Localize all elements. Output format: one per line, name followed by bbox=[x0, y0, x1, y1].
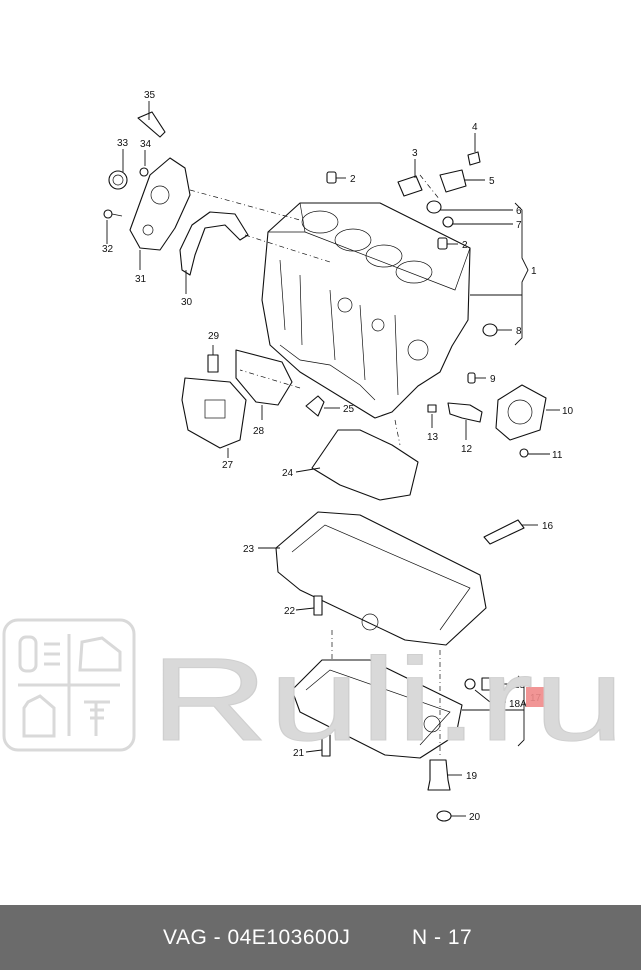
callout-16: 16 bbox=[542, 521, 554, 532]
bolt-34 bbox=[139, 167, 149, 177]
callout-18a: 18A bbox=[509, 699, 527, 710]
bolt-4 bbox=[467, 151, 481, 166]
callout-13: 13 bbox=[427, 432, 439, 443]
sealant-tube-16 bbox=[483, 519, 525, 545]
bolt-21 bbox=[321, 734, 331, 757]
callout-20: 20 bbox=[469, 812, 481, 823]
plug-8 bbox=[482, 323, 498, 337]
plug-6 bbox=[426, 200, 442, 214]
engine-block bbox=[261, 202, 471, 419]
callout-22: 22 bbox=[284, 606, 296, 617]
callout-32: 32 bbox=[102, 244, 114, 255]
callout-6: 6 bbox=[516, 206, 522, 217]
dowel-9 bbox=[467, 372, 476, 384]
callout-3: 3 bbox=[412, 148, 418, 159]
footer-bar: VAG - 04E103600J N - 17 bbox=[0, 905, 641, 970]
dowel-2a bbox=[326, 171, 337, 184]
callout-10: 10 bbox=[562, 406, 574, 417]
callout-1: 1 bbox=[531, 266, 537, 277]
callout-4: 4 bbox=[472, 122, 478, 133]
callout-7: 7 bbox=[516, 220, 522, 231]
callout-5: 5 bbox=[489, 176, 495, 187]
callout-28: 28 bbox=[253, 426, 265, 437]
callout-24: 24 bbox=[282, 468, 294, 479]
callout-27: 27 bbox=[222, 460, 234, 471]
highlight-marker-17 bbox=[526, 687, 546, 707]
drain-plug-18 bbox=[481, 677, 495, 691]
callout-19: 19 bbox=[466, 771, 478, 782]
callout-25: 25 bbox=[343, 404, 355, 415]
oil-pan-lower-17 bbox=[291, 659, 463, 759]
baffle-plate-24 bbox=[311, 429, 419, 501]
callout-2b: 2 bbox=[462, 240, 468, 251]
fitting-25 bbox=[305, 395, 325, 417]
callout-30: 30 bbox=[181, 297, 193, 308]
callout-34: 34 bbox=[140, 139, 152, 150]
bolt-29 bbox=[207, 354, 219, 373]
oil-pump-cover-27 bbox=[181, 377, 247, 449]
callout-23: 23 bbox=[243, 544, 255, 555]
callout-2a: 2 bbox=[350, 174, 356, 185]
exploded-parts-diagram: 35 33 34 32 31 30 2 3 4 5 6 7 2 1 8 9 10… bbox=[102, 90, 574, 823]
seal-20 bbox=[436, 810, 452, 822]
diagram-position: N - 17 bbox=[412, 926, 473, 949]
callout-21: 21 bbox=[293, 748, 305, 759]
oil-pan-upper-23 bbox=[275, 511, 487, 646]
leader-lines bbox=[106, 101, 560, 817]
callout-33: 33 bbox=[117, 138, 129, 149]
gasket-30 bbox=[179, 211, 249, 276]
callout-35: 35 bbox=[144, 90, 156, 101]
callout-8: 8 bbox=[516, 326, 522, 337]
bolt-13 bbox=[427, 404, 437, 413]
callout-11: 11 bbox=[552, 450, 563, 461]
dowel-2b bbox=[437, 237, 448, 250]
callout-12: 12 bbox=[461, 444, 473, 455]
seal-flange-10 bbox=[495, 384, 547, 441]
sensor-5 bbox=[439, 169, 467, 193]
part-code: VAG - 04E103600J bbox=[163, 926, 351, 949]
callout-18: 18 bbox=[514, 680, 526, 691]
timing-cover-31 bbox=[129, 157, 191, 251]
bolt-11 bbox=[519, 448, 529, 458]
sealant-tube-35 bbox=[137, 111, 166, 138]
callout-29: 29 bbox=[208, 331, 220, 342]
bolt-32 bbox=[103, 209, 123, 219]
plug-7 bbox=[442, 216, 454, 228]
assembly-lines bbox=[189, 174, 441, 758]
bolt-22 bbox=[313, 595, 323, 616]
sensor-12 bbox=[447, 402, 483, 423]
callout-31: 31 bbox=[135, 274, 147, 285]
seal-18a bbox=[464, 678, 476, 690]
callout-9: 9 bbox=[490, 374, 496, 385]
seal-ring-33 bbox=[108, 170, 128, 190]
oil-level-sensor-19 bbox=[427, 759, 451, 791]
sleeve-3 bbox=[397, 175, 423, 197]
